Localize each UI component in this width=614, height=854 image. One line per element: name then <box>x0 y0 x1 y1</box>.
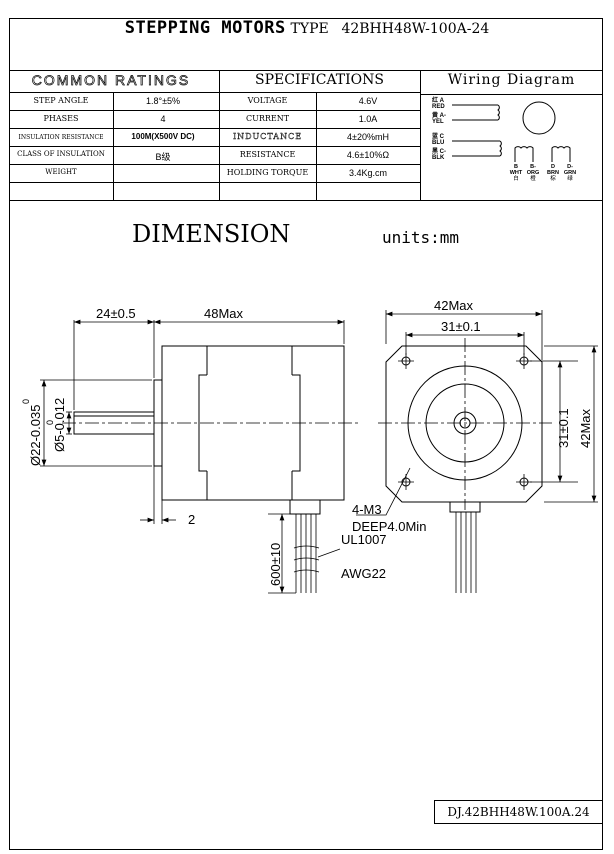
title-model: 42BHH48W-100A-24 <box>341 21 490 37</box>
units-label: units:mm <box>382 228 460 247</box>
spec-label: HOLDING TORQUE <box>226 168 309 177</box>
svg-text:棕: 棕 <box>550 174 556 182</box>
common-label: PHASES <box>43 114 79 123</box>
wire-label: BLK <box>432 155 445 161</box>
motor-body-front <box>385 345 543 503</box>
spec-label: INDUCTANCE <box>232 132 303 141</box>
drawing-sheet <box>9 18 603 850</box>
wiring-header: Wiring Diagram <box>447 72 576 88</box>
title-type-label: TYPE <box>290 21 329 37</box>
spec-label: VOLTAGE <box>247 96 288 105</box>
svg-text:B: B <box>514 164 518 170</box>
spec-value: 3.4Kg.cm <box>348 168 388 178</box>
wire-label: 蓝 C <box>432 132 445 140</box>
wire-label: 黑 C- <box>432 147 446 155</box>
dim-m3: 4-M3 <box>352 502 382 517</box>
svg-text:ORG: ORG <box>527 170 540 176</box>
dim-shaft-diameter-top: 0 <box>45 420 55 425</box>
svg-text:D: D <box>551 164 555 170</box>
svg-text:绿: 绿 <box>567 174 573 182</box>
spec-value: 1.0A <box>358 114 378 124</box>
specs-header: SPECIFICATIONS <box>255 72 384 88</box>
svg-text:WHT: WHT <box>510 170 523 176</box>
svg-text:BRN: BRN <box>547 170 559 176</box>
dim-ul: UL1007 <box>341 532 387 547</box>
mounting-holes <box>398 353 532 490</box>
common-label: CLASS OF INSULATION <box>17 150 105 158</box>
dim-hole-spacing: 31±0.1 <box>441 319 481 334</box>
dim-side-width: 42Max <box>578 408 593 448</box>
dimension-title: DIMENSION <box>132 220 291 248</box>
svg-text:白: 白 <box>513 174 519 182</box>
common-label: STEP ANGLE <box>33 96 89 105</box>
dim-flange-diameter-top: 0 <box>21 399 31 404</box>
common-value: 4 <box>160 114 166 124</box>
dim-flange-diameter: Ø22-0.035 <box>28 405 43 466</box>
dim-body-length: 48Max <box>204 306 244 321</box>
dim-awg: AWG22 <box>341 566 386 581</box>
wire-label: YEL <box>432 119 444 125</box>
wiring-diagram: 红 A RED 黄 A- YEL 蓝 C BLU 黑 C- BLK B WHT … <box>432 96 576 182</box>
common-value: B级 <box>155 152 171 162</box>
common-label: INSULATION RESISTANCE <box>18 134 104 141</box>
common-value: 1.8°±5% <box>145 96 181 106</box>
spec-label: RESISTANCE <box>239 150 296 159</box>
dim-flange: 2 <box>188 512 195 527</box>
svg-text:B-: B- <box>530 164 536 170</box>
wire-label: BLU <box>432 140 444 146</box>
dim-shaft-diameter: Ø5-0.012 <box>52 398 67 452</box>
svg-text:GRN: GRN <box>564 170 576 176</box>
dim-front-width: 42Max <box>434 298 474 313</box>
drawing-title: STEPPING MOTORS TYPE 42BHH48W-100A-24 <box>0 18 614 38</box>
dim-deep: DEEP4.0Min <box>352 519 426 534</box>
common-header: COMMON RATINGS <box>31 72 191 89</box>
wire-label: RED <box>432 104 445 110</box>
title-bold: STEPPING MOTORS <box>124 18 286 38</box>
dim-shaft-length: 24±0.5 <box>96 306 136 321</box>
dim-side-spacing: 31±0.1 <box>556 408 571 448</box>
common-value: 100M(X500V DC) <box>131 132 195 141</box>
svg-text:橙: 橙 <box>530 174 536 182</box>
svg-text:D-: D- <box>567 164 573 170</box>
spec-value: 4±20%mH <box>347 132 389 142</box>
spec-label: CURRENT <box>245 114 290 123</box>
wire-label: 红 A <box>432 96 445 104</box>
dim-lead-length: 600±10 <box>268 543 283 586</box>
wire-label: 黄 A- <box>432 111 446 119</box>
common-label: WEIGHT <box>45 168 77 176</box>
drawing-number: DJ.42BHH48W.100A.24 <box>434 800 603 824</box>
spec-value: 4.6±10%Ω <box>346 150 390 160</box>
spec-value: 4.6V <box>358 96 378 106</box>
